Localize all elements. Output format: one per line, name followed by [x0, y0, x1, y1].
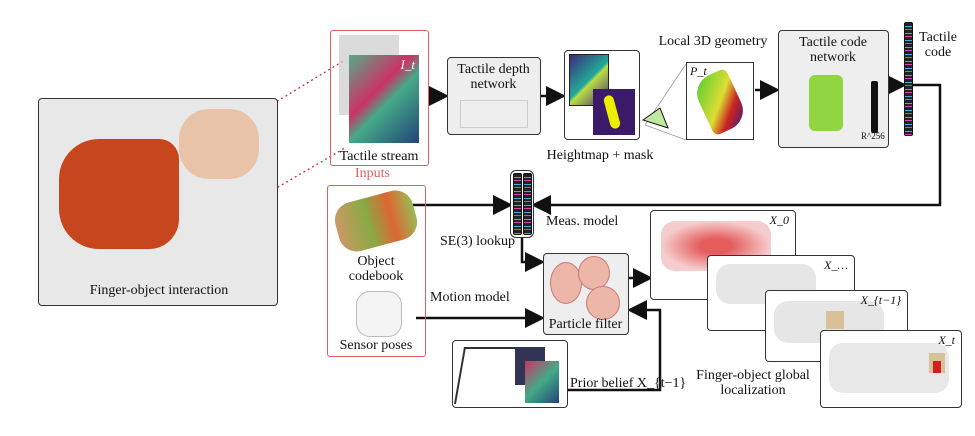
- trajectory-sketch: [453, 347, 517, 404]
- heightmap-label: Heightmap + mask: [546, 148, 654, 163]
- localization-caption: Finger-object global localization: [696, 368, 810, 398]
- depth-network-label: Tactile depth network: [457, 62, 530, 92]
- image-label: I_t: [400, 57, 415, 72]
- voxel-image: [809, 75, 843, 131]
- tactile-depth-network-box: Tactile depth network: [447, 57, 541, 135]
- finger-object-caption: Finger-object interaction: [89, 283, 229, 298]
- sensor-cone-icon: [641, 107, 669, 129]
- geometry-projection-lines: [644, 63, 687, 141]
- frame-label: X_…: [824, 258, 848, 272]
- code-network-label: Tactile code network: [799, 35, 867, 65]
- mask-image: [593, 89, 635, 135]
- motion-model-label: Motion model: [430, 290, 510, 305]
- drill-image: [59, 139, 179, 249]
- zoom-dotted-lines: [229, 59, 346, 216]
- frame-label: X_0: [769, 213, 789, 227]
- localization-frame-3: X_t: [820, 330, 962, 408]
- tactile-code-vector: [904, 22, 913, 136]
- meas-model-label: Meas. model: [546, 214, 619, 229]
- sensor-poses-label: Sensor poses: [339, 338, 413, 353]
- point-cloud-label: P_t: [690, 64, 707, 78]
- prior-tactile-image: [525, 361, 559, 403]
- se3-lookup-label: SE(3) lookup: [440, 234, 516, 249]
- frame-label: X_{t−1}: [860, 293, 901, 307]
- frame-label: X_t: [938, 333, 955, 347]
- code-dimension-label: R^256: [861, 131, 885, 141]
- hand-image: [179, 109, 259, 179]
- particle-filter-box: Particle filter: [543, 253, 629, 335]
- object-codebook-image: [330, 186, 422, 256]
- tactile-stream-panel: I_t Tactile stream: [330, 30, 429, 166]
- network-sketch: [460, 100, 528, 128]
- tactile-code-label: Tactile code: [919, 30, 957, 60]
- prior-belief-label: Prior belief X_{t−1}: [570, 376, 687, 391]
- finger-object-photo-panel: Finger-object interaction: [38, 98, 278, 306]
- tactile-image: I_t: [349, 55, 419, 143]
- particle-filter-label: Particle filter: [548, 317, 623, 332]
- tactile-stream-label: Tactile stream: [339, 149, 419, 164]
- local-geometry-label: Local 3D geometry: [658, 34, 768, 49]
- inputs-lower-panel: Object codebook Sensor poses: [327, 185, 426, 357]
- sensor-image: [356, 291, 402, 337]
- inputs-title: Inputs: [355, 166, 390, 181]
- measurement-model-vectors: [510, 170, 534, 238]
- tactile-code-network-box: Tactile code network R^256: [778, 30, 889, 148]
- heightmap-box: [564, 50, 640, 140]
- object-codebook-label: Object codebook: [348, 254, 404, 284]
- prior-belief-box: [452, 340, 568, 408]
- local-geometry-box: P_t: [686, 62, 754, 140]
